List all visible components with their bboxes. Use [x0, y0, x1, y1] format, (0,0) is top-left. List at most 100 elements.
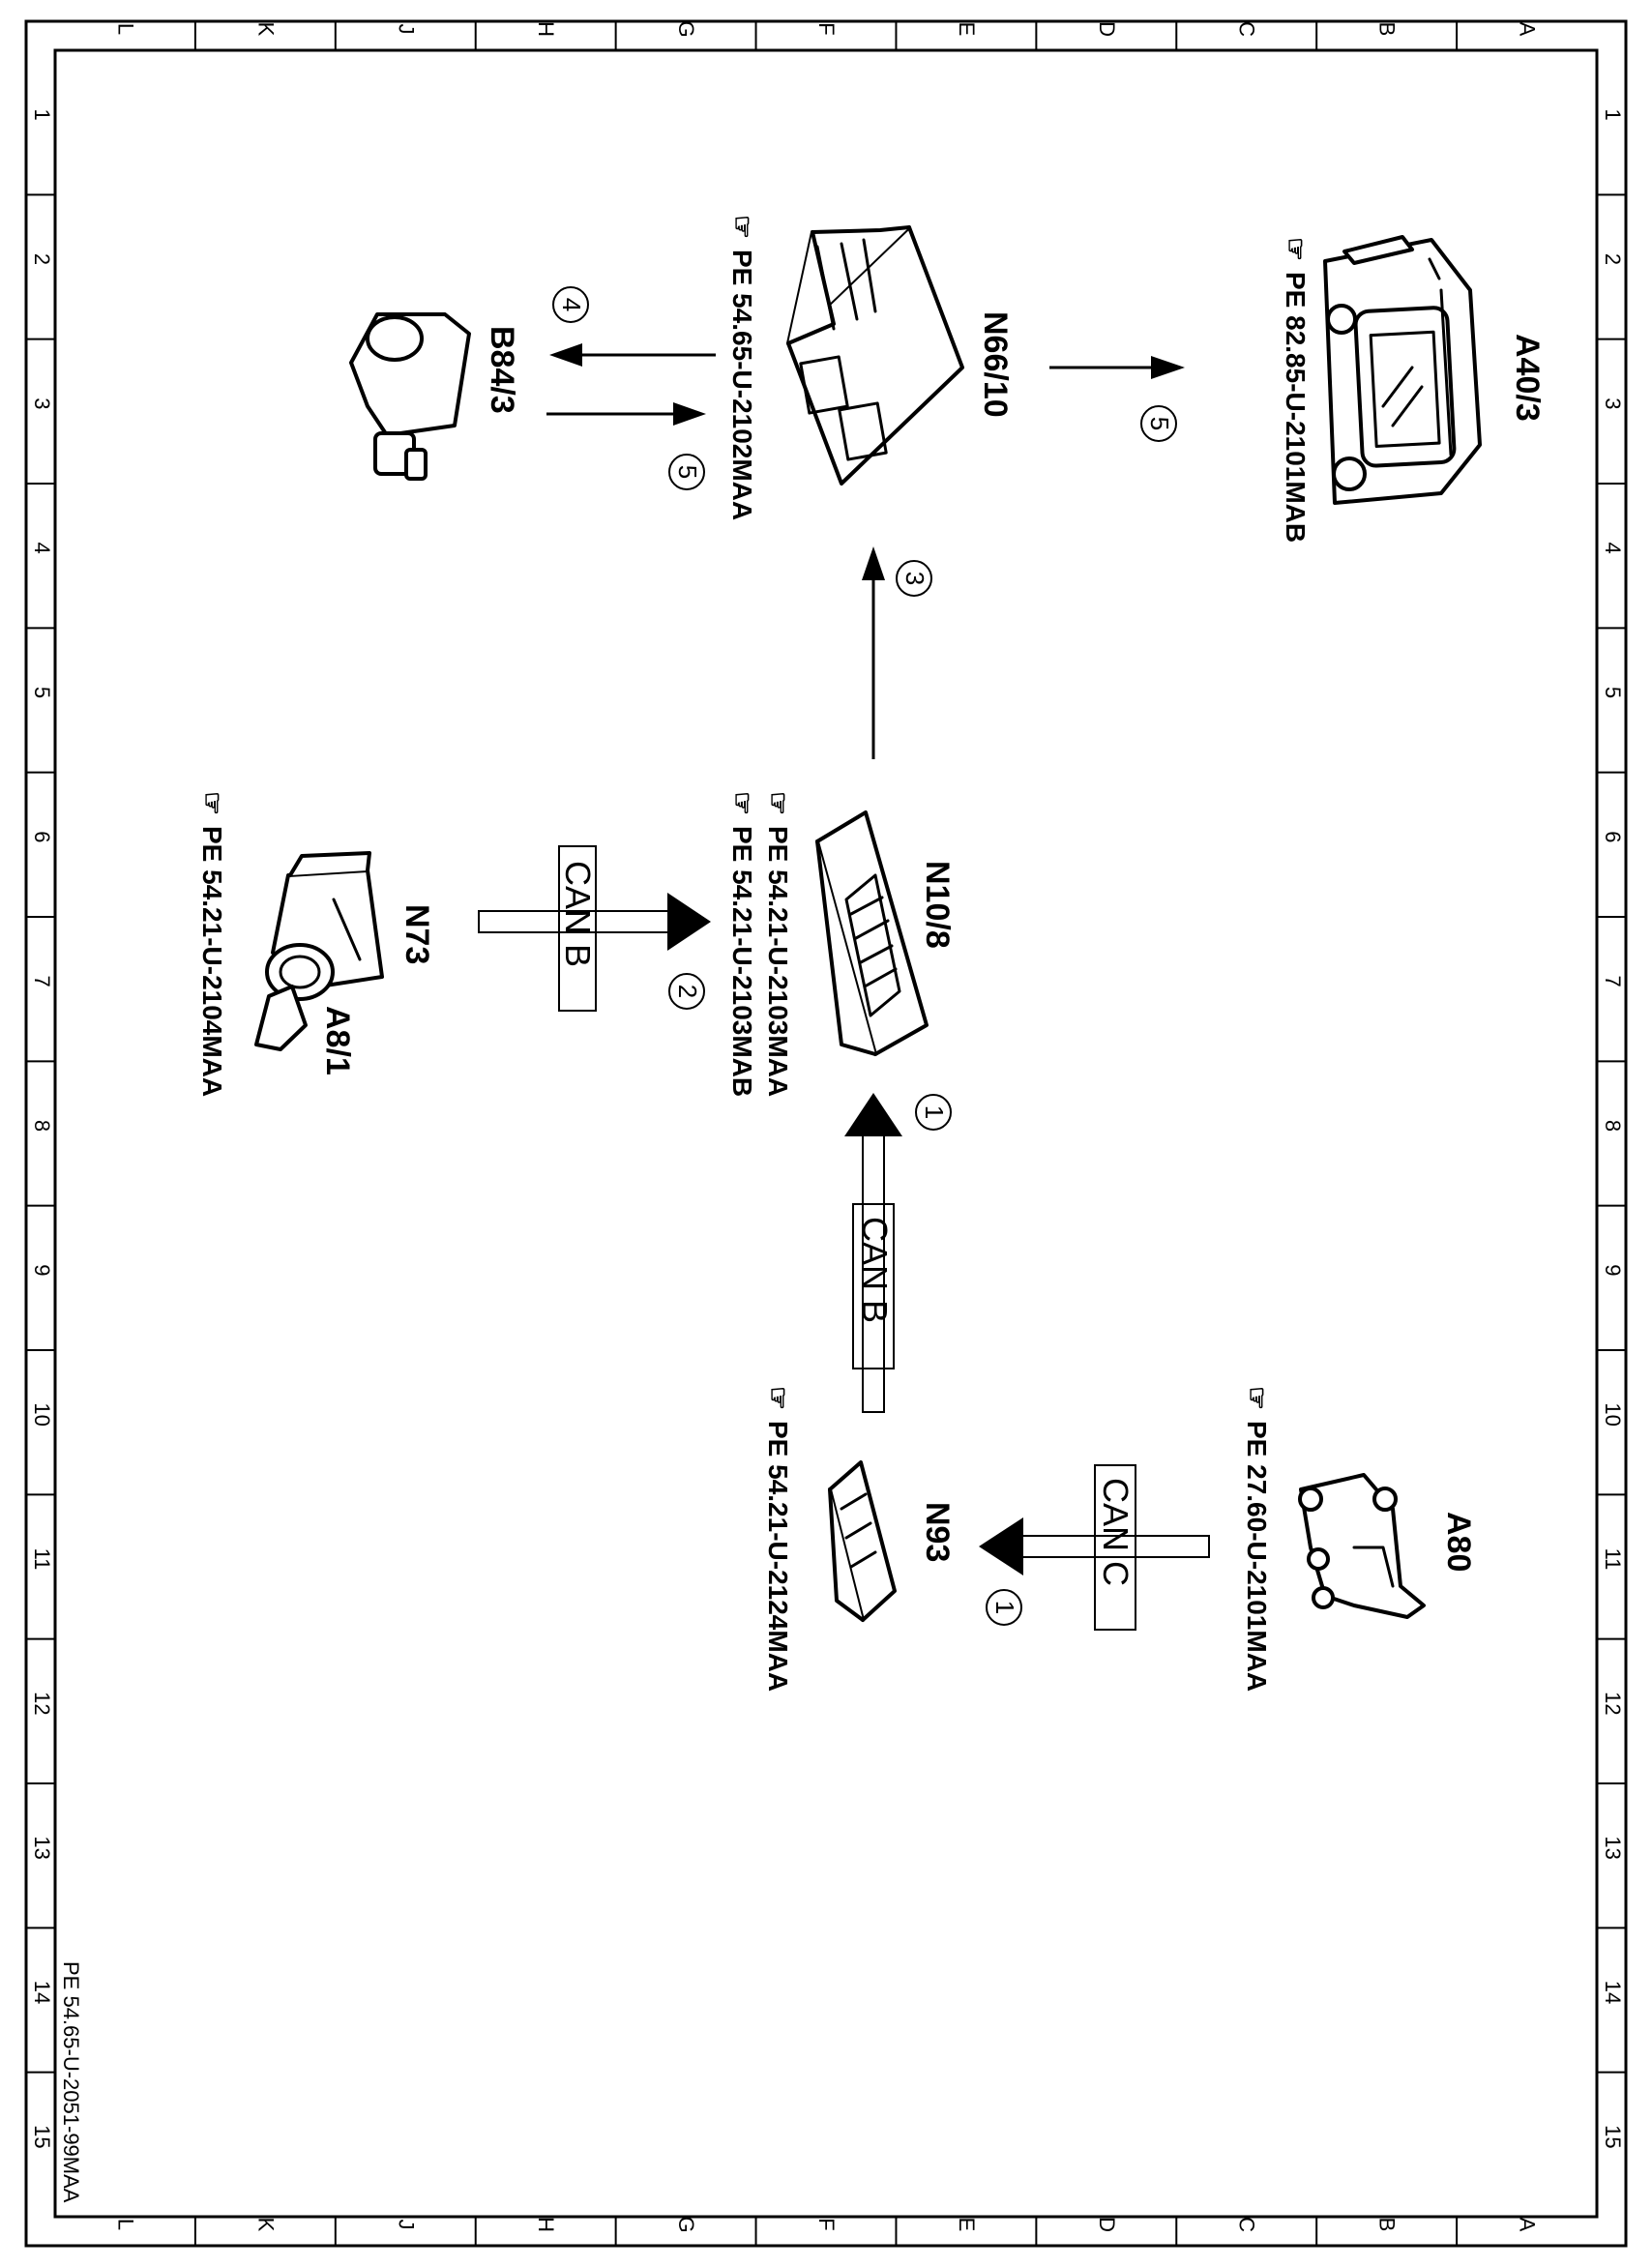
signal-5-a40: 5 [1140, 405, 1177, 442]
n73-component: N73 A8/1 ☞ PE 54.21-U-2104MAA [197, 791, 435, 1097]
grid-number-left: 12 [30, 1692, 54, 1715]
b84-3-label: B84/3 [484, 326, 520, 414]
grid-letter-top: F [814, 22, 839, 35]
grid-letter-bottom: L [113, 2219, 137, 2230]
grid-number-left: 6 [30, 831, 54, 842]
pointing-hand-icon: ☞ [197, 791, 227, 815]
grid-number-left: 9 [30, 1264, 54, 1276]
n10-8-label: N10/8 [919, 861, 956, 949]
grid-letter-top: G [674, 20, 698, 37]
grid-number-right: 1 [1601, 109, 1625, 121]
n93-ref: ☞ PE 54.21-U-2124MAA [763, 1386, 793, 1692]
n10-8-ref1: ☞ PE 54.21-U-2103MAA [763, 791, 793, 1097]
grid-number-left: 3 [30, 397, 54, 409]
a80-component: A80 ☞ PE 27.60-U-2101MAA [1242, 1386, 1477, 1692]
n10-8-ref1-text: PE 54.21-U-2103MAA [763, 826, 793, 1097]
a80-label: A80 [1440, 1512, 1477, 1572]
grid-letter-top: A [1516, 22, 1540, 37]
grid-number-right: 2 [1601, 253, 1625, 265]
grid-number-right: 8 [1601, 1120, 1625, 1132]
grid-number-right: 14 [1601, 1981, 1625, 2004]
a40-3-component: A40/3 ☞ PE 82.85-U-2101MAB [1281, 235, 1546, 543]
signal-3-number: 3 [900, 572, 929, 585]
grid-number-right: 5 [1601, 687, 1625, 698]
grid-letter-top: K [253, 22, 278, 37]
signal-5-b84-number: 5 [673, 465, 702, 479]
grid-letter-bottom: J [394, 2220, 418, 2230]
ignition-switch-icon [254, 851, 384, 1051]
inner-frame [53, 48, 1599, 2219]
grid-number-right: 10 [1601, 1402, 1625, 1426]
a40-3-label: A40/3 [1509, 334, 1546, 422]
grid-letter-bottom: C [1235, 2217, 1259, 2232]
a40-3-ref: ☞ PE 82.85-U-2101MAB [1281, 237, 1311, 543]
signal-2: 2 [668, 973, 705, 1010]
grid-letter-top: C [1235, 21, 1259, 37]
grid-letter-bottom: B [1375, 2218, 1400, 2232]
signal-4-number: 4 [557, 298, 586, 311]
can-b-main-label: CAN B [855, 1217, 895, 1323]
grid-number-left: 15 [30, 2125, 54, 2148]
grid-letter-bottom: A [1516, 2218, 1540, 2232]
grid-number-left: 14 [30, 1981, 54, 2004]
n10-8-ref2-text: PE 54.21-U-2103MAB [727, 826, 757, 1097]
pointing-hand-icon: ☞ [1281, 237, 1311, 261]
pointing-hand-icon: ☞ [727, 215, 757, 239]
a80-ref-text: PE 27.60-U-2101MAA [1242, 1421, 1272, 1692]
n10-8-ref2: ☞ PE 54.21-U-2103MAB [727, 791, 757, 1097]
grid-number-left: 4 [30, 543, 54, 554]
grid-number-right: 3 [1601, 397, 1625, 409]
grid-letter-bottom: G [674, 2216, 698, 2232]
display-unit-icon [1323, 235, 1482, 505]
grid-letter-top: H [534, 21, 558, 37]
n66-10-ref-text: PE 54.65-U-2102MAA [727, 250, 757, 520]
bus-arrow-a80-to-n93: CAN C [979, 1464, 1210, 1631]
grid-number-right: 6 [1601, 831, 1625, 842]
control-unit-icon [786, 225, 964, 486]
document-id: PE 54.65-U-2051-99MAA [59, 1961, 83, 2203]
grid-number-right: 12 [1601, 1692, 1625, 1715]
arrow-b84-to-n66 [546, 402, 706, 426]
grid-number-left: 10 [30, 1402, 54, 1426]
pointing-hand-icon: ☞ [763, 791, 793, 815]
gateway-icon [828, 1460, 897, 1622]
grid-letter-top: D [1095, 21, 1119, 37]
gear-selector-icon [1298, 1473, 1426, 1619]
arrow-n66-to-a40 [1049, 356, 1185, 379]
grid-letter-bottom: K [253, 2218, 278, 2232]
pointing-hand-icon: ☞ [763, 1386, 793, 1410]
pointing-hand-icon: ☞ [727, 791, 757, 815]
grid-number-left: 2 [30, 253, 54, 265]
grid-number-right: 15 [1601, 2125, 1625, 2148]
grid-ticks [26, 21, 1626, 2246]
signal-1-upper-number: 1 [920, 1105, 949, 1119]
grid-number-right: 11 [1601, 1548, 1625, 1571]
signal-5-a40-number: 5 [1145, 417, 1174, 430]
grid-number-left: 5 [30, 687, 54, 698]
signal-5-b84: 5 [668, 454, 705, 490]
bus-arrow-n73-to-n10: CAN B [478, 845, 711, 1012]
grid-number-right: 7 [1601, 976, 1625, 987]
a40-3-ref-text: PE 82.85-U-2101MAB [1281, 272, 1311, 543]
a80-ref: ☞ PE 27.60-U-2101MAA [1242, 1386, 1272, 1692]
grid-number-left: 11 [30, 1548, 54, 1571]
signal-1-lower: 1 [986, 1589, 1022, 1626]
grid-letter-bottom: H [534, 2217, 558, 2232]
grid-number-right: 9 [1601, 1264, 1625, 1276]
grid-letter-top: L [113, 23, 137, 35]
grid-number-left: 1 [30, 109, 54, 121]
n73-ref-text: PE 54.21-U-2104MAA [197, 826, 227, 1097]
n10-8-component: N10/8 ☞ PE 54.21-U-2103MAA ☞ PE 54.21-U-… [727, 791, 956, 1097]
signal-1-upper: 1 [915, 1094, 952, 1131]
grid-letter-bottom: D [1095, 2217, 1119, 2232]
grid-letter-top: B [1375, 22, 1400, 37]
a8-1-label: A8/1 [319, 1006, 356, 1075]
grid-letter-bottom: F [814, 2218, 839, 2230]
n66-10-ref: ☞ PE 54.65-U-2102MAA [727, 215, 757, 520]
can-b-n73-label: CAN B [558, 861, 598, 967]
n93-component: N93 ☞ PE 54.21-U-2124MAA [763, 1386, 956, 1692]
arrow-n66-to-b84 [549, 343, 716, 367]
outer-frame [24, 19, 1628, 2248]
